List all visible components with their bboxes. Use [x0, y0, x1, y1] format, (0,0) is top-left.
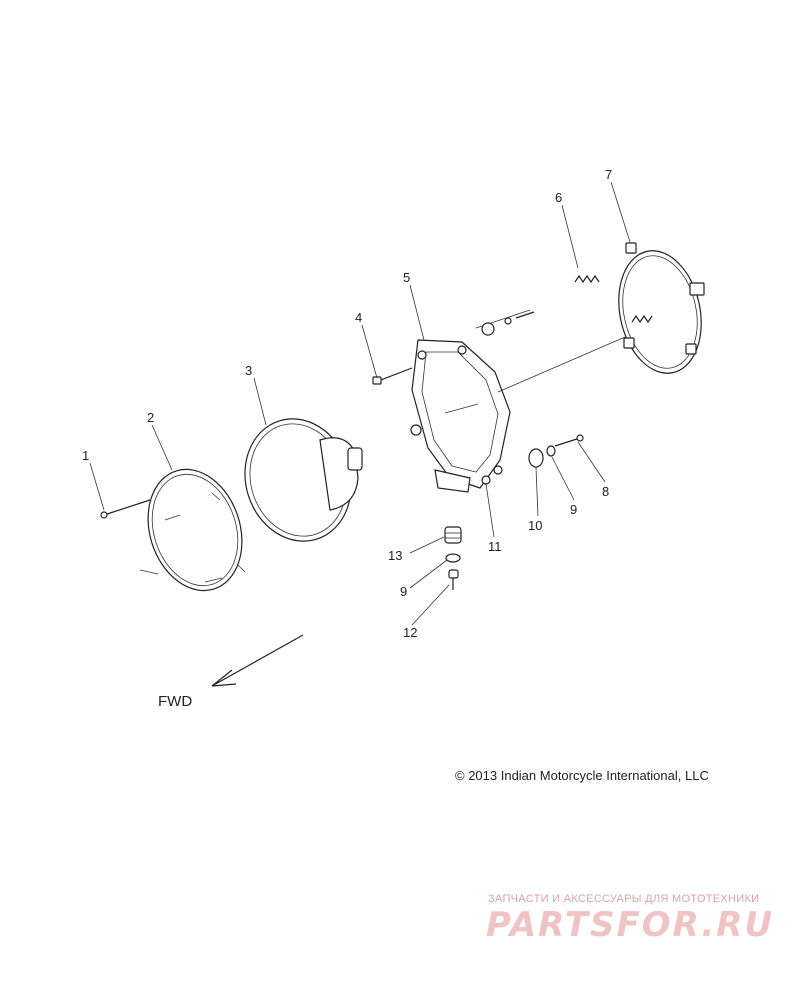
part-8-bolt — [554, 434, 584, 447]
part-12-bolt — [448, 569, 459, 590]
part-6-spring — [574, 274, 653, 324]
part-10-grommet — [528, 448, 544, 468]
callout-10: 10 — [528, 518, 542, 533]
callout-leaders — [89, 181, 631, 626]
callout-5: 5 — [403, 270, 410, 285]
callout-6: 6 — [555, 190, 562, 205]
fwd-label: FWD — [158, 693, 192, 710]
part-5-bracket — [410, 339, 511, 493]
callout-9-upper: 9 — [570, 502, 577, 517]
part-1-screw — [100, 499, 151, 519]
part-2-trim-ring — [139, 468, 246, 592]
callout-1: 1 — [82, 448, 89, 463]
part-13-grommet — [444, 526, 462, 544]
bracket-top-hardware — [481, 311, 535, 336]
part-9-washer-upper — [546, 445, 556, 457]
callout-4: 4 — [355, 310, 362, 325]
forward-direction-arrow — [211, 634, 304, 687]
callout-13: 13 — [388, 548, 402, 563]
part-7-adjuster-ring — [618, 242, 705, 374]
callout-8: 8 — [602, 484, 609, 499]
part-9-washer-lower — [445, 553, 461, 563]
part-3-headlamp — [244, 418, 363, 542]
part-4-bolt — [372, 367, 413, 385]
callout-12: 12 — [403, 625, 417, 640]
callout-7: 7 — [605, 167, 612, 182]
callout-2: 2 — [147, 410, 154, 425]
callout-3: 3 — [245, 363, 252, 378]
watermark-tagline: ЗАПЧАСТИ И АКСЕССУАРЫ ДЛЯ МОТОТЕХНИКИ — [488, 893, 760, 905]
callout-9-lower: 9 — [400, 584, 407, 599]
copyright-notice: © 2013 Indian Motorcycle International, … — [455, 768, 709, 783]
watermark-logo: PARTSFOR.RU — [486, 905, 775, 945]
callout-11: 11 — [488, 539, 502, 554]
